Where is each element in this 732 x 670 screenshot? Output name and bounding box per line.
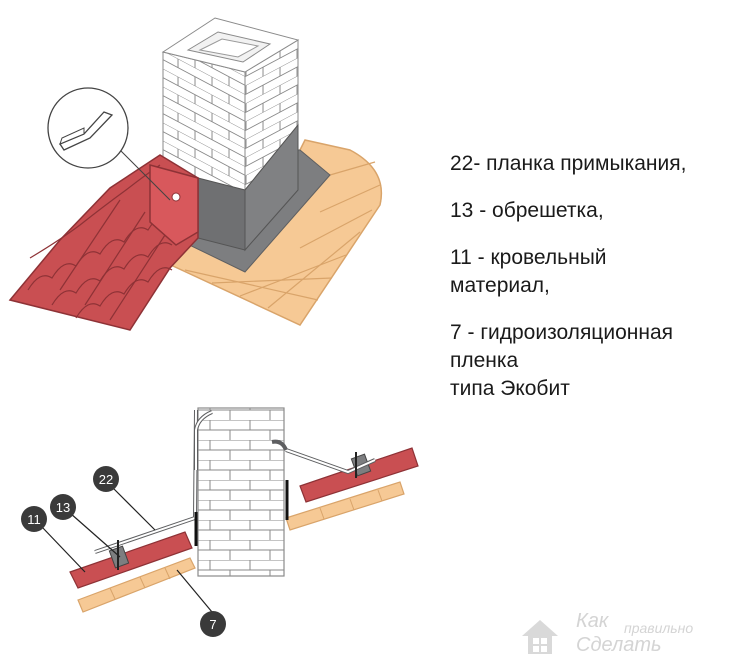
callout-leaders <box>41 486 213 613</box>
legend-line: 7 - гидроизоляционная <box>450 321 673 344</box>
deck-battens <box>184 161 381 309</box>
legend-line: пленка <box>450 349 519 372</box>
isometric-chimney-scene <box>8 17 383 331</box>
legend-item-22: 22- планка примыкания, <box>450 150 720 178</box>
metal-tile-roof <box>8 154 199 331</box>
section-chimney <box>197 407 285 577</box>
abutment-strip-detail-inset <box>47 87 171 201</box>
legend-line: материал, <box>450 274 550 297</box>
left-roof-layers <box>69 409 213 613</box>
legend-line: 11 - кровельный <box>450 246 607 269</box>
callout-7: 7 <box>200 611 226 637</box>
legend-item-13: 13 - обрешетка, <box>450 197 720 225</box>
section-drawing: 11 13 22 7 <box>21 407 419 637</box>
site-watermark: Как правильно Сделать <box>518 606 728 666</box>
watermark-line-1: Как <box>576 610 609 632</box>
callout-13: 13 <box>50 494 76 520</box>
legend-item-7: 7 - гидроизоляционная пленка типа Экобит <box>450 319 720 403</box>
callout-7-label: 7 <box>209 617 216 632</box>
callout-11: 11 <box>21 506 47 532</box>
legend-item-11: 11 - кровельный материал, <box>450 244 720 300</box>
legend: 22- планка примыкания, 13 - обрешетка, 1… <box>450 150 720 422</box>
legend-line: типа Экобит <box>450 377 570 400</box>
house-logo-icon <box>522 620 558 654</box>
isometric-chimney <box>161 17 300 252</box>
callout-11-label: 11 <box>27 512 41 527</box>
callout-22: 22 <box>93 466 119 492</box>
legend-line: 13 - обрешетка, <box>450 199 604 222</box>
right-roof-layers <box>271 439 419 531</box>
legend-line: 22- планка примыкания, <box>450 152 687 175</box>
watermark-line-2: правильно <box>624 620 694 636</box>
watermark-line-3: Сделать <box>576 634 662 656</box>
callout-22-label: 22 <box>99 472 113 487</box>
callout-13-label: 13 <box>56 500 70 515</box>
